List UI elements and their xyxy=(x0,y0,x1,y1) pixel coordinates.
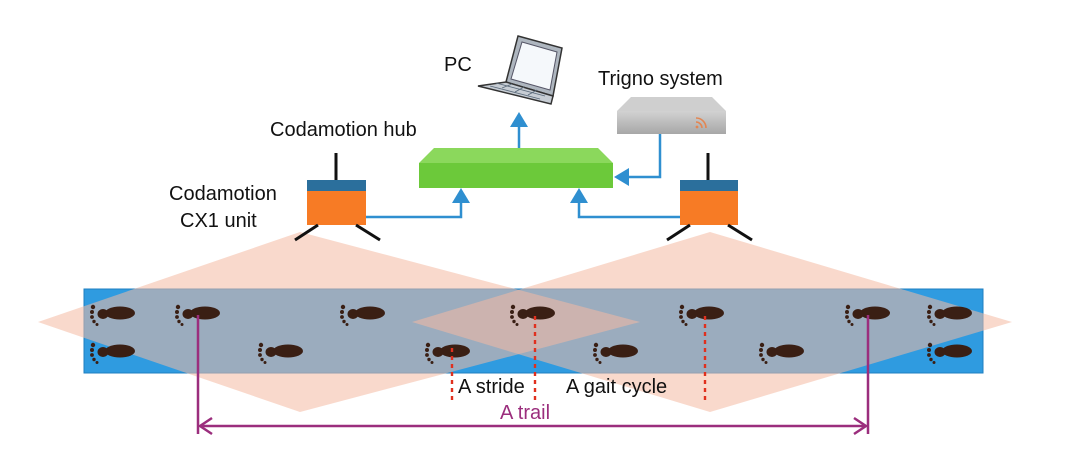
laptop-icon xyxy=(477,35,563,105)
right-field-of-view xyxy=(412,232,1012,412)
arrowheads xyxy=(452,112,629,203)
trigno-system xyxy=(617,97,726,134)
gait-cycle-label: A gait cycle xyxy=(566,376,667,398)
pc-label: PC xyxy=(444,54,472,76)
hub-label: Codamotion hub xyxy=(270,119,417,141)
trail-arrowhead-left xyxy=(197,416,213,436)
left-field-of-view xyxy=(38,232,640,412)
wifi-icon xyxy=(695,117,707,129)
trail-arrowhead-right xyxy=(853,416,869,436)
cx1-label-line1: Codamotion xyxy=(169,183,277,205)
connections xyxy=(366,124,680,219)
codamotion-hub xyxy=(419,148,613,188)
cx1-unit-left xyxy=(294,153,381,242)
cx1-unit-right xyxy=(666,153,753,242)
cx1-label-line2: CX1 unit xyxy=(180,210,257,232)
trail-label: A trail xyxy=(500,402,550,424)
trigno-label: Trigno system xyxy=(598,68,723,90)
stride-label: A stride xyxy=(458,376,525,398)
